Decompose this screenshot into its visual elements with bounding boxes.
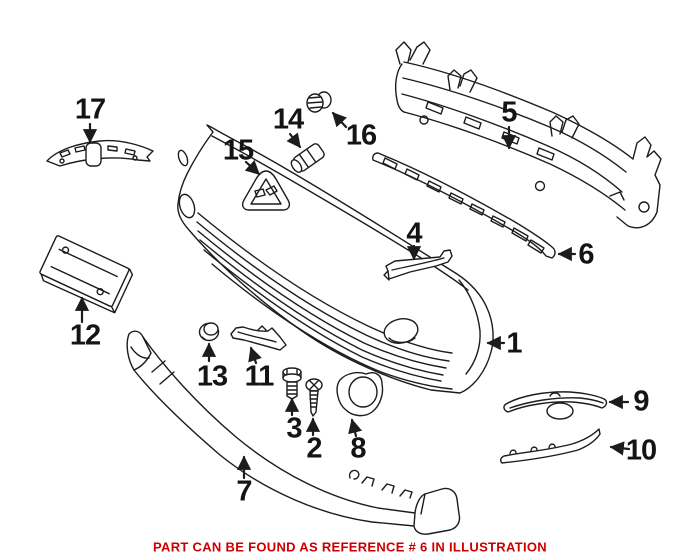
callout-9: 9 bbox=[633, 385, 649, 418]
part-7-lower-spoiler bbox=[126, 330, 461, 535]
callout-14: 14 bbox=[272, 103, 304, 136]
arrow-10 bbox=[609, 441, 631, 456]
callout-13: 13 bbox=[196, 360, 228, 393]
callout-3: 3 bbox=[286, 412, 302, 445]
arrow-15 bbox=[244, 160, 261, 176]
part-2-screw bbox=[305, 378, 323, 417]
part-16-cap-plug bbox=[306, 91, 332, 113]
part-8-fog-lamp-cover bbox=[336, 371, 384, 417]
part-14-sensor bbox=[290, 143, 325, 173]
callout-5: 5 bbox=[501, 96, 517, 129]
callout-11: 11 bbox=[244, 360, 275, 393]
callout-15: 15 bbox=[222, 134, 254, 167]
callout-7: 7 bbox=[236, 475, 252, 508]
part-9-trim-molding-upper bbox=[503, 391, 608, 420]
callout-6: 6 bbox=[578, 238, 594, 271]
callout-arrows bbox=[74, 111, 631, 480]
callout-8: 8 bbox=[350, 432, 366, 465]
callout-16: 16 bbox=[345, 119, 377, 152]
reference-note: PART CAN BE FOUND AS REFERENCE # 6 IN IL… bbox=[153, 539, 547, 555]
part-3-bolt bbox=[282, 367, 302, 400]
callout-2: 2 bbox=[306, 432, 322, 465]
part-15-warning-emblem bbox=[241, 170, 291, 211]
part-12-license-plate-base bbox=[39, 235, 134, 314]
callout-4: 4 bbox=[406, 217, 422, 250]
part-13-grommet bbox=[198, 322, 220, 342]
part-6-impact-strip bbox=[372, 152, 556, 259]
part-4-bracket bbox=[383, 249, 453, 281]
arrow-16 bbox=[331, 111, 348, 129]
part-5-reinforcement-bar bbox=[394, 41, 662, 229]
callout-10: 10 bbox=[625, 434, 657, 467]
arrow-8 bbox=[348, 418, 363, 438]
arrow-11 bbox=[248, 346, 262, 365]
callout-12: 12 bbox=[69, 319, 101, 352]
arrow-14 bbox=[286, 132, 302, 149]
part-10-trim-molding-lower bbox=[500, 428, 601, 464]
part-17-guide-bracket bbox=[46, 139, 154, 167]
callout-17: 17 bbox=[74, 93, 106, 126]
part-11-trim-strip bbox=[230, 325, 287, 351]
callout-1: 1 bbox=[506, 327, 522, 360]
